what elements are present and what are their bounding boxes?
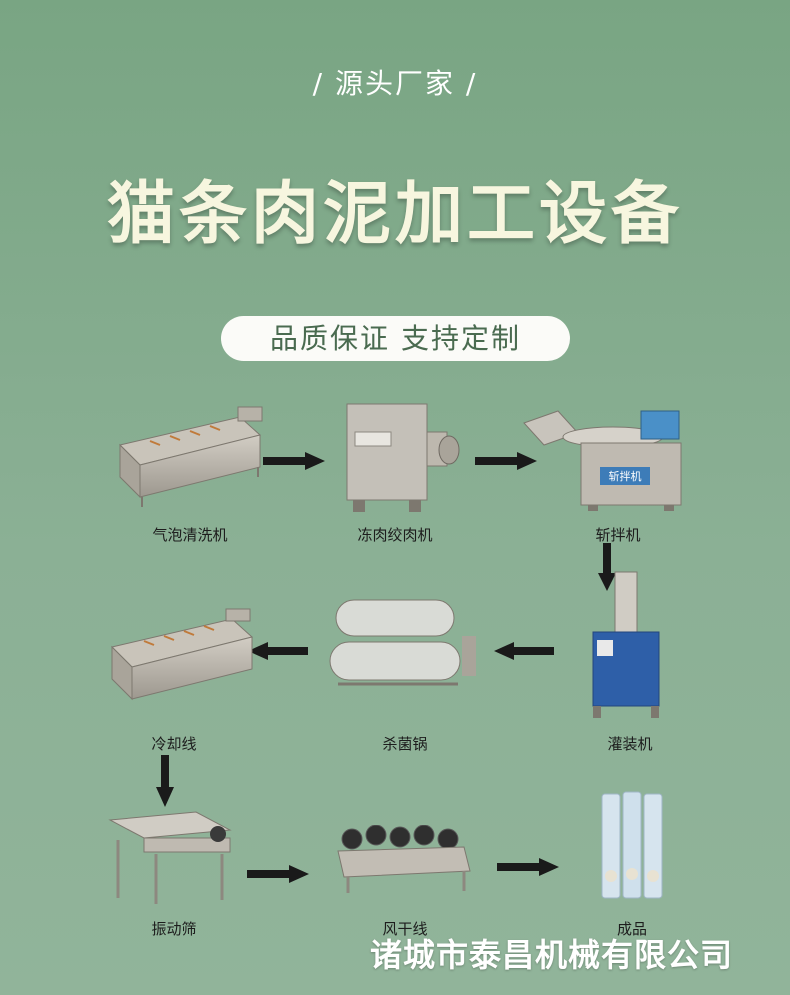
arrow-right-icon	[247, 865, 309, 883]
step-label-vibrating-screen: 振动筛	[151, 920, 197, 938]
page-title: 猫条肉泥加工设备	[106, 175, 683, 254]
step-label-meat-grinder: 冻肉绞肉机	[357, 526, 433, 544]
bowl-chopper-image: 斩拌机	[523, 410, 682, 511]
step-label-filling-machine: 灌装机	[607, 735, 653, 753]
retort-sterilizer-image	[329, 599, 476, 686]
company-watermark: 诸城市泰昌机械有限公司	[370, 936, 734, 974]
bubble-washer-image	[119, 406, 263, 507]
arrow-down-icon	[598, 543, 616, 591]
quality-badge: 品质保证 支持定制	[221, 316, 570, 361]
step-label-air-dryer-line: 风干线	[382, 920, 428, 938]
arrow-down-icon	[156, 755, 174, 807]
step-label-cooling-line: 冷却线	[151, 735, 197, 753]
chopper-nameplate: 斩拌机	[609, 469, 642, 483]
finished-product-image	[601, 791, 663, 899]
step-label-bubble-washer: 气泡清洗机	[152, 526, 228, 544]
arrow-right-icon	[475, 452, 537, 470]
step-label-finished-product: 成品	[616, 920, 647, 938]
filling-machine-image	[592, 571, 660, 718]
cooling-line-image	[111, 608, 254, 701]
tagline: / 源头厂家 /	[312, 67, 478, 100]
meat-grinder-image	[346, 403, 460, 512]
step-label-retort: 杀菌锅	[382, 735, 428, 753]
arrow-left-icon	[494, 642, 554, 660]
step-label-chopper: 斩拌机	[595, 526, 641, 544]
air-dryer-line-image	[337, 825, 471, 893]
vibrating-screen-image	[108, 811, 232, 904]
arrow-right-icon	[497, 858, 559, 876]
arrow-right-icon	[263, 452, 325, 470]
arrow-left-icon	[248, 642, 308, 660]
